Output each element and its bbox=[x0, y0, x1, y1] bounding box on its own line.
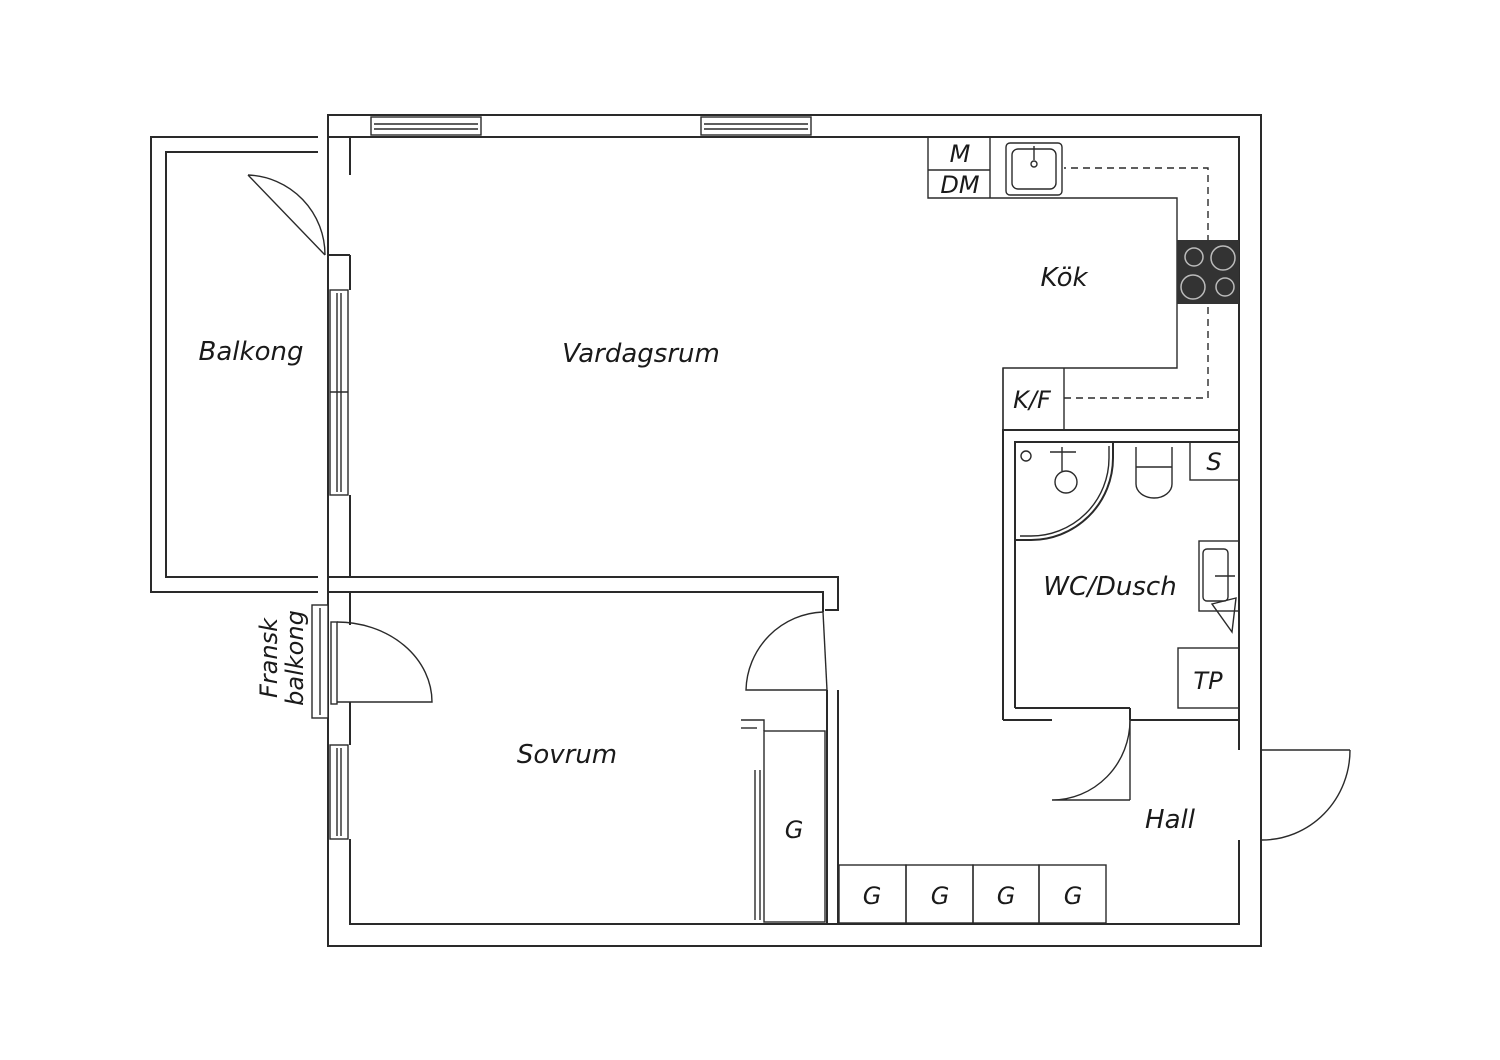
tp-box bbox=[1177, 647, 1240, 709]
room-label-balkong: Balkong bbox=[199, 337, 304, 367]
fixture-label-wardrobe-sovrum: G bbox=[785, 816, 804, 844]
fixture-label-fridge-freezer: K/F bbox=[1013, 386, 1052, 414]
washbasin bbox=[1198, 540, 1240, 634]
fixture-label-wardrobe-hall-1: G bbox=[863, 882, 882, 910]
fixture-label-wardrobe-hall-2: G bbox=[931, 882, 950, 910]
shower bbox=[1015, 442, 1114, 542]
window-top-left bbox=[370, 116, 482, 136]
bedroom-wardrobe bbox=[741, 719, 826, 923]
room-label-fransk-balkong: Fransk balkong bbox=[255, 610, 309, 706]
room-label-sovrum: Sovrum bbox=[517, 740, 617, 770]
room-label-vardagsrum: Vardagsrum bbox=[562, 339, 720, 369]
fixture-label-storage-s: S bbox=[1206, 448, 1221, 476]
french-balcony-railing bbox=[311, 604, 329, 719]
door-bathroom bbox=[1051, 719, 1131, 801]
fransk-balkong-line1: Fransk bbox=[255, 617, 283, 698]
window-top-right bbox=[700, 116, 812, 136]
fixture-label-tp: TP bbox=[1193, 667, 1223, 695]
door-entrance bbox=[1261, 749, 1351, 841]
window-bedroom bbox=[329, 744, 349, 840]
kitchen-sink bbox=[1005, 142, 1063, 196]
stove-hob bbox=[1177, 240, 1239, 304]
door-french-balcony bbox=[330, 621, 433, 705]
room-label-hall: Hall bbox=[1145, 805, 1196, 835]
balcony-outline bbox=[150, 136, 318, 593]
fixture-label-dishwasher: DM bbox=[940, 171, 979, 199]
room-label-wc-dusch: WC/Dusch bbox=[1043, 572, 1176, 602]
fixture-label-wardrobe-hall-3: G bbox=[997, 882, 1016, 910]
door-balcony bbox=[247, 174, 326, 256]
room-label-kok: Kök bbox=[1040, 263, 1088, 293]
door-bedroom bbox=[745, 611, 828, 691]
window-balcony-side bbox=[329, 289, 349, 496]
fixture-label-wardrobe-hall-4: G bbox=[1064, 882, 1083, 910]
toilet bbox=[1135, 447, 1173, 499]
hall-wardrobes bbox=[838, 864, 1107, 924]
fixture-label-microwave: M bbox=[950, 140, 971, 168]
interior-walls bbox=[350, 429, 1239, 924]
storage-s-box bbox=[1189, 441, 1240, 481]
fransk-balkong-line2: balkong bbox=[281, 610, 309, 706]
